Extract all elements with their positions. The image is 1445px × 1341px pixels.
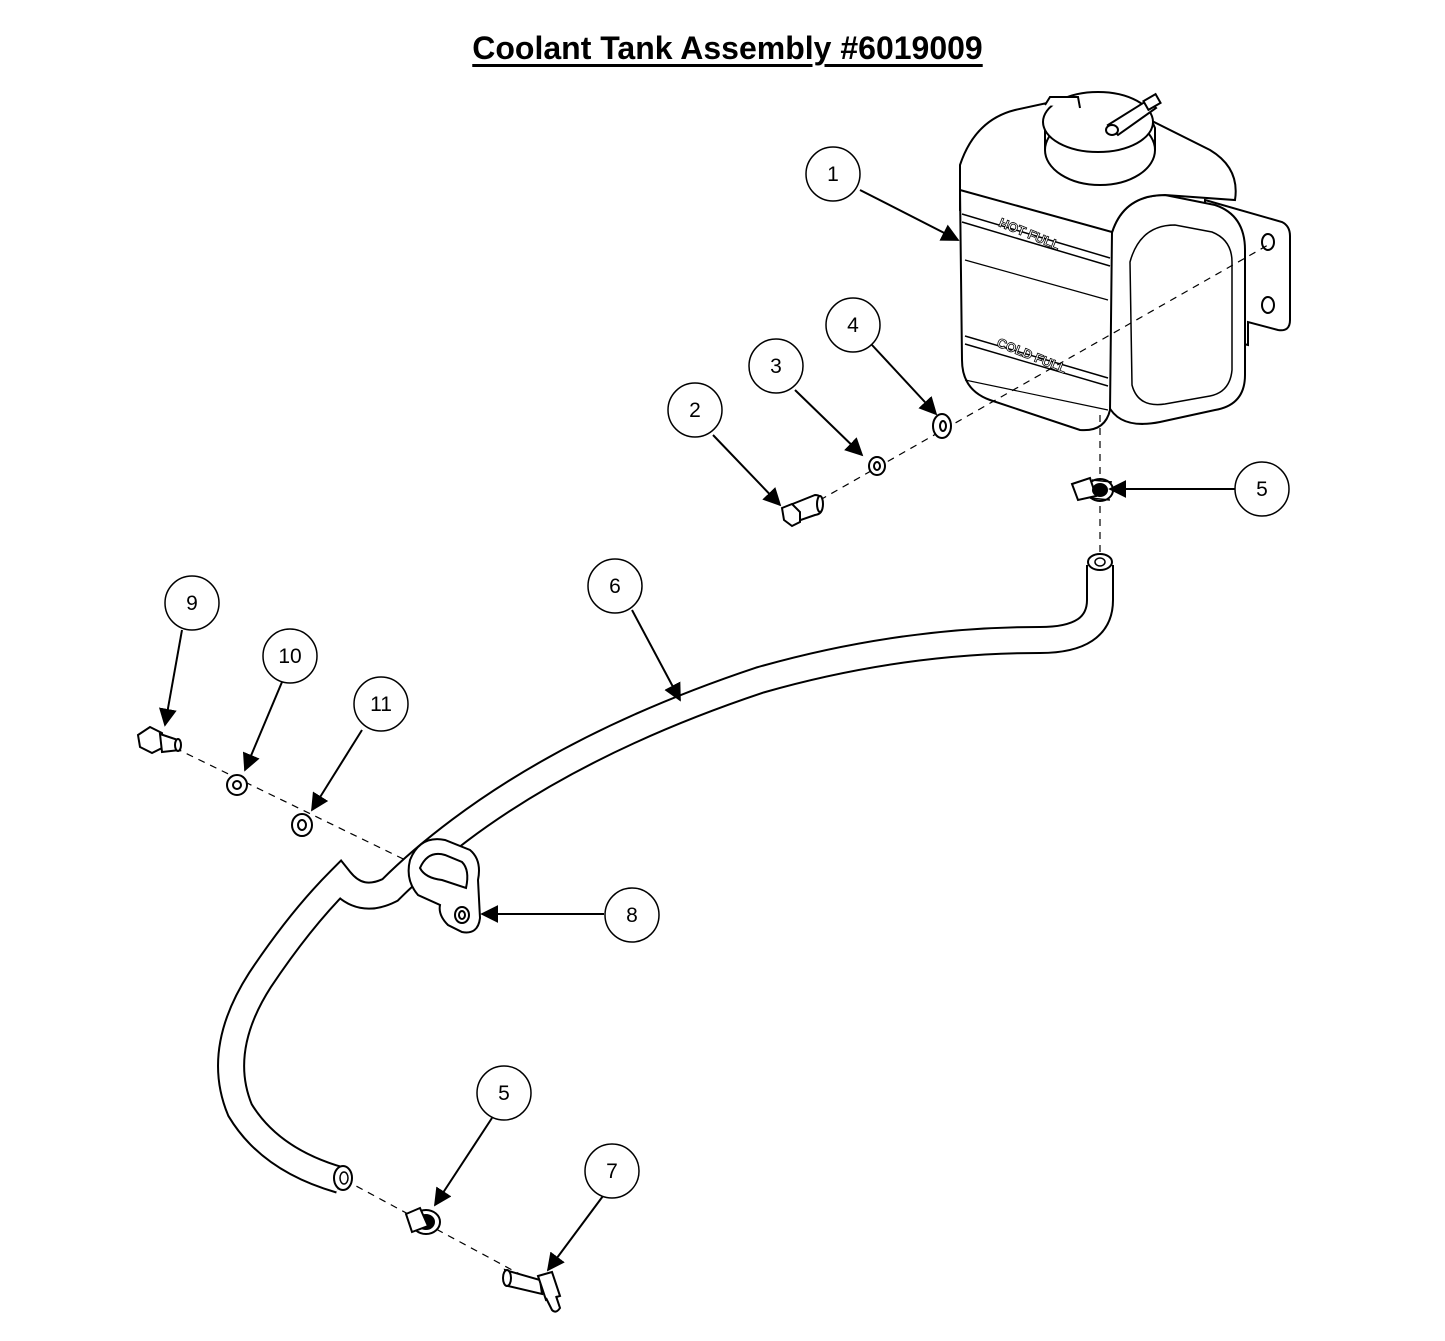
callout-11: 11 xyxy=(353,676,409,732)
callout-9: 9 xyxy=(164,575,220,631)
callout-4-label: 4 xyxy=(847,314,859,337)
hose-clip xyxy=(407,838,482,934)
callout-3: 3 xyxy=(748,338,804,394)
callout-10: 10 xyxy=(262,628,318,684)
bolt-2 xyxy=(780,493,824,528)
callout-6: 6 xyxy=(587,558,643,614)
callout-5-lower-label: 5 xyxy=(498,1082,510,1105)
callout-10-label: 10 xyxy=(278,645,301,668)
assembly-lines xyxy=(174,244,1269,1286)
callout-11-label: 11 xyxy=(370,693,392,716)
callouts: 1 2 3 4 5 6 7 8 xyxy=(164,146,1290,1199)
lock-washer-10 xyxy=(226,774,248,796)
callout-7: 7 xyxy=(584,1143,640,1199)
callout-5-upper: 5 xyxy=(1234,461,1290,517)
flat-washer-11 xyxy=(291,813,313,837)
coolant-tank xyxy=(958,91,1291,432)
lock-washer-3 xyxy=(868,456,886,476)
callout-3-label: 3 xyxy=(770,355,782,378)
callout-5-lower: 5 xyxy=(476,1065,532,1121)
callout-5-upper-label: 5 xyxy=(1256,478,1268,501)
flat-washer-4 xyxy=(932,413,952,439)
page-title: Coolant Tank Assembly #6019009 xyxy=(472,30,983,66)
callout-9-label: 9 xyxy=(186,592,198,615)
callout-8: 8 xyxy=(604,887,660,943)
coolant-hose xyxy=(217,553,1114,1194)
bolt-9 xyxy=(136,725,182,755)
leader-lines xyxy=(158,189,1235,1272)
callout-8-label: 8 xyxy=(626,904,638,927)
callout-4: 4 xyxy=(825,297,881,353)
callout-2-label: 2 xyxy=(689,399,701,422)
hose-clamp-upper xyxy=(1070,476,1114,502)
callout-6-label: 6 xyxy=(609,575,621,598)
callout-7-label: 7 xyxy=(606,1160,618,1183)
callout-1-label: 1 xyxy=(827,163,839,186)
hose-clamp-lower xyxy=(404,1206,441,1235)
callout-2: 2 xyxy=(667,382,723,438)
hose-fitting xyxy=(502,1268,562,1313)
callout-1: 1 xyxy=(805,146,861,202)
